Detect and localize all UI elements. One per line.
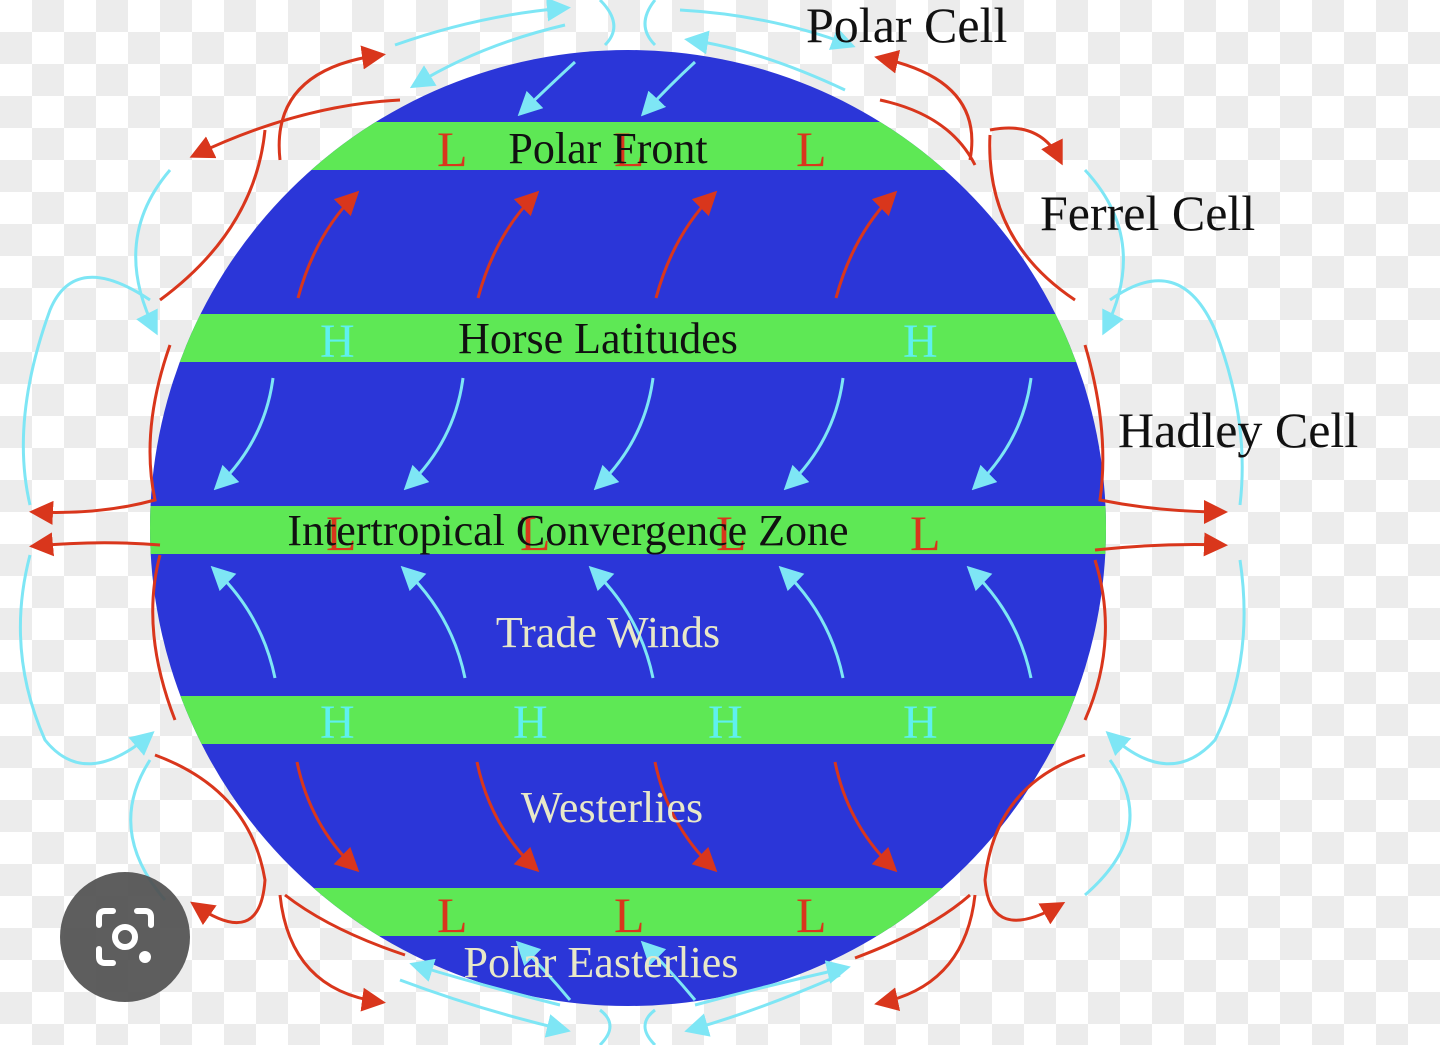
- hadley-cell-loop: [1109, 279, 1244, 506]
- wind-arrow: [783, 377, 845, 491]
- polar-cell-loop: [409, 958, 561, 1007]
- wind-arrow: [475, 761, 540, 873]
- band-itcz: [150, 506, 1106, 554]
- hadley-cell-loop: [1094, 532, 1228, 557]
- wind-arrow: [640, 60, 697, 117]
- polar-cell-loop: [598, 1008, 612, 1045]
- low-pressure-marker: L: [437, 887, 468, 943]
- hadley-cell-loop: [21, 275, 151, 506]
- polar-easterlies-label: Polar Easterlies: [464, 938, 739, 987]
- polar-cell-loop: [684, 973, 841, 1037]
- high-pressure-marker: H: [708, 696, 743, 749]
- ferrel-cell-loop: [284, 893, 406, 957]
- low-pressure-marker: L: [716, 505, 747, 561]
- hadley-cell-loop: [18, 554, 155, 766]
- low-pressure-marker: L: [520, 505, 551, 561]
- circulation-loops: [18, 0, 1246, 1045]
- ferrel-cell-loop: [854, 893, 971, 960]
- wind-arrow: [834, 190, 898, 299]
- hadley-cell-label: Hadley Cell: [1118, 402, 1358, 458]
- horse-latitudes-label: Horse Latitudes: [458, 314, 738, 363]
- hadley-cell-loop: [1083, 344, 1228, 524]
- polar-cell-loop: [694, 960, 851, 1007]
- polar-cell-loop: [684, 30, 846, 92]
- image-search-button[interactable]: [60, 872, 190, 1002]
- ferrel-cell-loop: [983, 753, 1086, 925]
- wind-arrow: [517, 60, 577, 117]
- wind-arrow: [833, 761, 898, 873]
- hadley-cell-loop: [29, 532, 161, 557]
- low-pressure-marker: L: [796, 121, 827, 177]
- band-horse-latitudes-south: [150, 696, 1106, 744]
- high-pressure-marker: H: [320, 315, 355, 368]
- high-pressure-marker: H: [320, 696, 355, 749]
- region-labels: Polar Front Horse Latitudes Intertropica…: [287, 124, 848, 987]
- low-pressure-marker: L: [326, 505, 357, 561]
- hadley-cell-loop: [1083, 168, 1125, 336]
- wind-arrow: [966, 565, 1033, 679]
- wind-arrow: [210, 565, 277, 679]
- ferrel-cell-loop: [874, 49, 974, 161]
- low-pressure-marker: L: [437, 121, 468, 177]
- hadley-cell-loop: [29, 344, 172, 525]
- ferrel-cell-loop: [989, 126, 1063, 166]
- wind-arrow: [400, 565, 467, 679]
- ferrel-cell-loop: [154, 753, 267, 926]
- wind-arrow: [654, 190, 718, 299]
- low-pressure-marker: L: [796, 887, 827, 943]
- polar-cell-loop: [394, 0, 571, 47]
- pressure-markers: L L L H H L L L L H H H H L L L: [320, 121, 941, 943]
- polar-cell-loop: [399, 978, 571, 1038]
- band-polar-front-south: [150, 888, 1106, 936]
- ferrel-cell-loop: [278, 894, 386, 1012]
- ferrel-cell-loop: [277, 45, 386, 161]
- ferrel-cell-loop: [879, 98, 977, 166]
- high-pressure-marker: H: [903, 315, 938, 368]
- cell-labels: Polar Cell Ferrel Cell Hadley Cell: [806, 0, 1358, 458]
- polar-cell-loop: [409, 23, 566, 89]
- hadley-cell-loop: [1083, 559, 1107, 721]
- ferrel-cell-loop: [1084, 759, 1132, 897]
- hadley-cell-loop: [151, 554, 177, 721]
- low-pressure-marker: L: [910, 505, 941, 561]
- wind-arrow: [971, 377, 1033, 491]
- wind-arrow: [778, 565, 845, 679]
- polar-cell-loop: [643, 0, 657, 47]
- itcz-label: Intertropical Convergence Zone: [287, 506, 848, 555]
- surface-wind-arrows: [210, 60, 1033, 1001]
- polar-cell-loop: [598, 0, 616, 47]
- high-pressure-marker: H: [513, 696, 548, 749]
- ferrel-cell-loop: [988, 134, 1076, 302]
- image-search-icon: [96, 908, 154, 966]
- wind-arrow: [653, 761, 718, 873]
- polar-cell-loop: [643, 1008, 657, 1045]
- low-pressure-marker: L: [614, 887, 645, 943]
- polar-cell-loop: [679, 8, 856, 50]
- wind-arrow: [403, 377, 465, 491]
- low-pressure-marker: L: [614, 121, 645, 177]
- ferrel-cell-loop: [159, 129, 267, 302]
- wind-arrow: [588, 565, 655, 679]
- ferrel-cell-loop: [189, 98, 401, 159]
- trade-winds-label: Trade Winds: [496, 608, 720, 657]
- wind-arrow: [296, 190, 360, 299]
- wind-arrow: [295, 761, 360, 873]
- band-horse-latitudes-north: [150, 314, 1106, 362]
- wind-arrow: [476, 190, 540, 299]
- wind-arrow: [515, 940, 572, 1001]
- hadley-cell-loop: [134, 169, 172, 336]
- hadley-cell-loop: [1105, 559, 1246, 766]
- wind-arrow: [213, 377, 275, 491]
- polar-front-label: Polar Front: [508, 124, 707, 173]
- westerlies-label: Westerlies: [521, 783, 703, 832]
- polar-cell-label: Polar Cell: [806, 0, 1007, 53]
- ferrel-cell-label: Ferrel Cell: [1040, 185, 1255, 241]
- high-pressure-marker: H: [903, 696, 938, 749]
- wind-arrow: [593, 377, 655, 491]
- wind-arrow: [640, 940, 697, 1001]
- ferrel-cell-loop: [874, 894, 977, 1012]
